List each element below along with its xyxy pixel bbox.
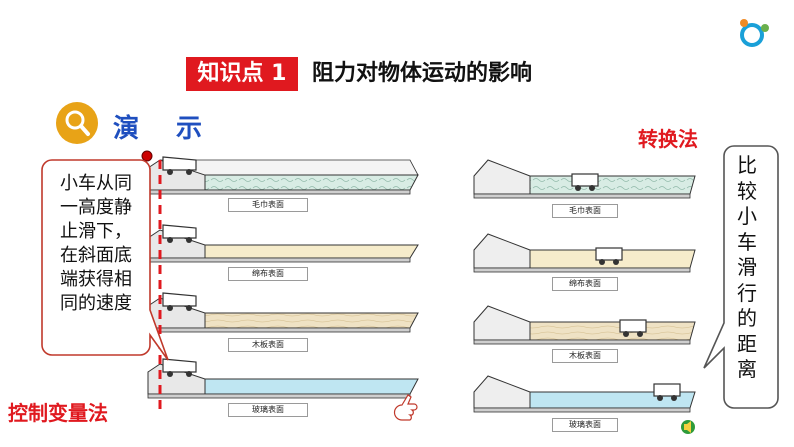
surface-label-cotton-right: 绵布表面 <box>552 277 618 291</box>
surface-label-glass-left: 玻璃表面 <box>228 403 308 417</box>
surface-label-towel-right: 毛巾表面 <box>552 204 618 218</box>
control-variables-method-label: 控制变量法 <box>8 401 108 425</box>
conversion-method-label: 转换法 <box>638 127 698 151</box>
start-marker <box>141 150 153 162</box>
right-car-wood <box>619 319 647 337</box>
surface-label-glass-right: 玻璃表面 <box>552 418 618 432</box>
surface-label-wood-left: 木板表面 <box>228 338 308 352</box>
surface-label-wood-right: 木板表面 <box>552 349 618 363</box>
right-board-towel <box>473 159 696 199</box>
left-car-3 <box>162 292 197 311</box>
right-callout-bubble <box>703 145 779 409</box>
left-board-glass <box>147 363 419 399</box>
logo-icon <box>740 19 769 47</box>
surface-label-towel-left: 毛巾表面 <box>228 198 308 212</box>
right-board-cotton <box>473 233 696 273</box>
demo-label: 演 示 <box>113 114 217 144</box>
speaker-icon[interactable] <box>681 420 695 434</box>
left-board-towel <box>147 159 419 195</box>
left-car-2 <box>162 224 197 243</box>
left-callout-text: 小车从同一高度静止滑下，在斜面底端获得相同的速度 <box>60 173 132 314</box>
right-callout-text: 比较小车滑行的距离 <box>737 153 757 381</box>
right-car-towel <box>571 173 599 191</box>
right-car-glass <box>653 383 681 401</box>
knowledge-point-badge: 知识点 1 <box>186 57 298 91</box>
magnifier-icon <box>56 102 98 144</box>
left-callout-bubble <box>41 159 169 361</box>
left-car-4 <box>162 358 197 377</box>
left-car-1 <box>162 156 197 175</box>
left-board-cotton <box>147 229 419 263</box>
pointing-hand-icon[interactable] <box>393 394 418 421</box>
right-car-cotton <box>595 247 623 265</box>
surface-label-cotton-left: 绵布表面 <box>228 267 308 281</box>
right-board-wood <box>473 305 696 345</box>
page-title: 阻力对物体运动的影响 <box>312 61 533 86</box>
